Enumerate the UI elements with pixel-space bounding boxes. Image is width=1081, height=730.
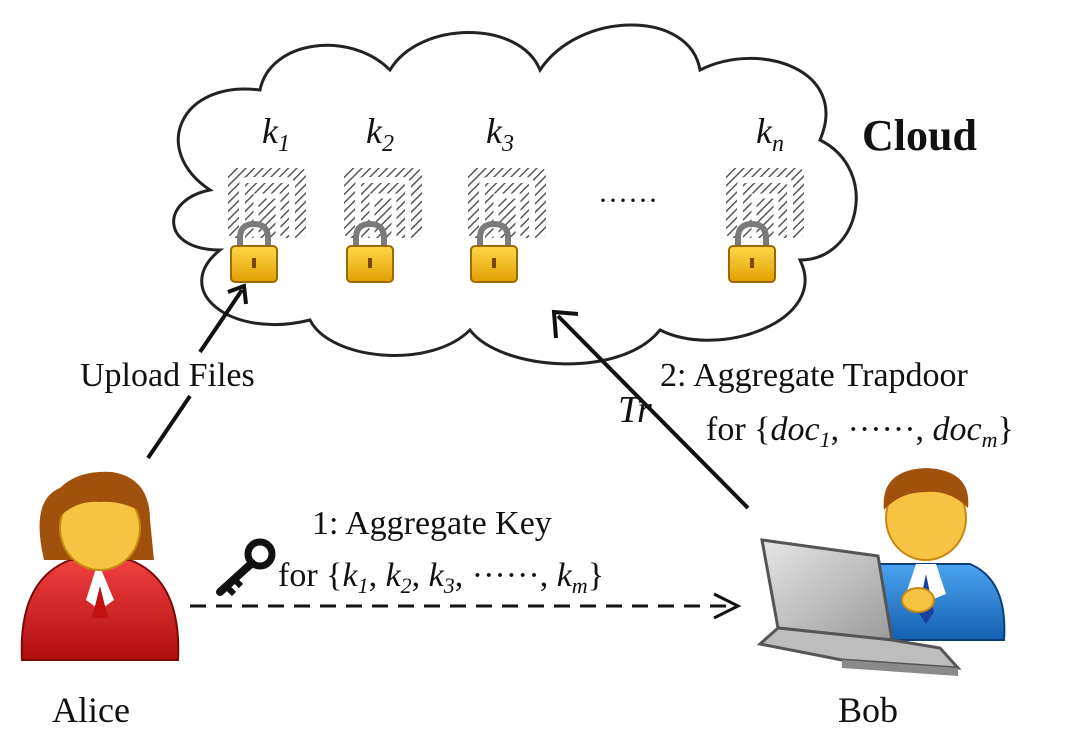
key-icon <box>216 538 276 597</box>
alice-name: Alice <box>52 690 130 730</box>
trapdoor-title: 2: Aggregate Trapdoor <box>660 357 969 394</box>
aggregate-key-arrow <box>190 592 742 620</box>
bob-name: Bob <box>838 690 898 730</box>
laptop-icon <box>756 538 962 676</box>
aggregate-key-set: for {k1, k2, k3, ······, km} <box>278 557 604 598</box>
cloud-title: Cloud <box>862 111 977 160</box>
trapdoor-arrow <box>551 309 750 510</box>
trapdoor-set: for {doc1, ······, docm} <box>706 411 1014 452</box>
tr-label: Tr <box>618 389 652 431</box>
cloud-ellipsis: ······ <box>598 184 658 217</box>
key-label-k2: k2 <box>366 111 394 157</box>
key-label-k3: k3 <box>486 111 514 157</box>
alice-avatar <box>20 471 180 661</box>
upload-arrow <box>146 283 248 460</box>
key-label-kn: kn <box>756 111 784 157</box>
key-label-k1: k1 <box>262 111 290 157</box>
aggregate-key-title: 1: Aggregate Key <box>312 505 552 542</box>
upload-files-label: Upload Files <box>80 357 255 394</box>
